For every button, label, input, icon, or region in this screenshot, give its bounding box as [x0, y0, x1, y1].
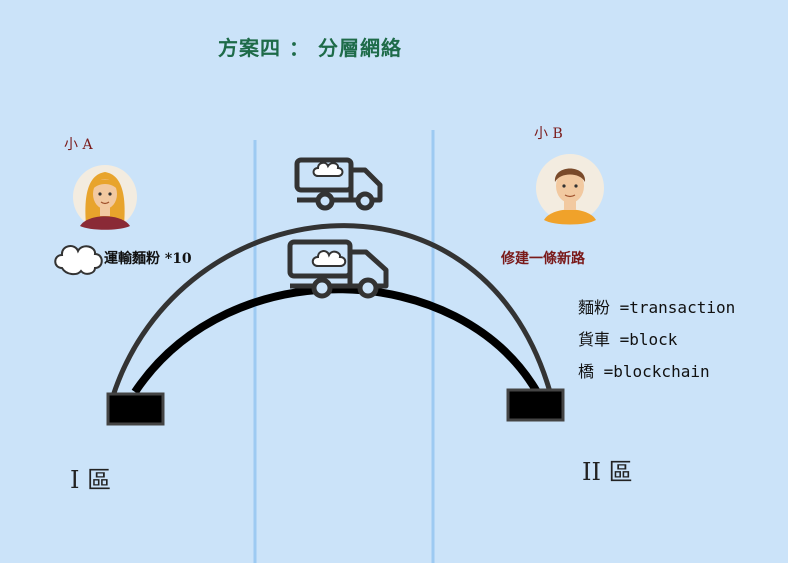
cargo-label: 運輸麵粉 *10 [104, 251, 192, 267]
zone-label-right: II 區 [582, 458, 633, 486]
truck-lower-icon [287, 239, 389, 299]
right-abutment [506, 388, 565, 422]
legend: 麵粉 =transaction 貨車 =block 橋 =blockchain [578, 292, 735, 388]
person-a-avatar [73, 165, 137, 230]
person-b-label: 小 B [534, 126, 563, 142]
upper-bridge-arc [110, 223, 553, 397]
person-b-avatar [536, 154, 604, 225]
lower-bridge-arc [131, 285, 541, 395]
page-title: 方案四 ： 分層網絡 [218, 36, 402, 60]
flour-cloud-icon-upper [312, 161, 344, 177]
flour-cloud-icon [54, 245, 103, 276]
left-abutment [106, 392, 165, 426]
flour-cloud-icon-lower [311, 250, 347, 267]
new-road-label: 修建一條新路 [501, 251, 585, 267]
legend-item-flour: 麵粉 =transaction [578, 298, 736, 317]
person-a-label: 小 A [64, 137, 93, 153]
zone-label-left: I 區 [70, 466, 112, 494]
legend-item-truck: 貨車 =block [578, 330, 678, 349]
legend-item-bridge: 橋 =blockchain [578, 362, 710, 381]
